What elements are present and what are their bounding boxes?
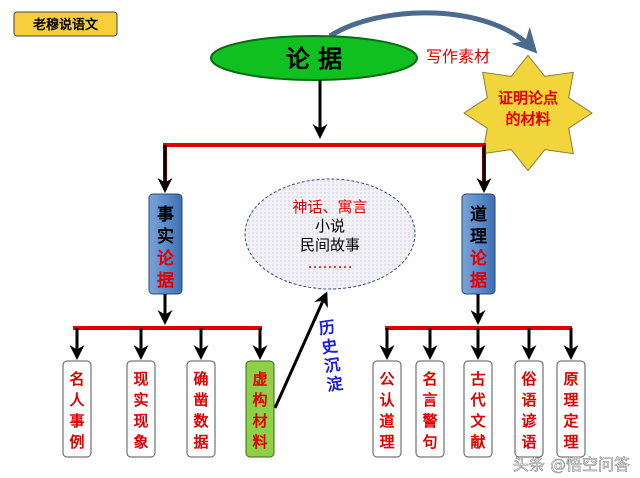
leaf-char: 构 <box>252 391 267 409</box>
branch-char: 据 <box>470 270 487 291</box>
side-label: 写作素材 <box>426 47 490 66</box>
leaf-box <box>463 360 493 458</box>
star-text-line1: 证明论点 <box>498 89 558 107</box>
branch-char: 据 <box>157 270 174 291</box>
leaf-char: 现 <box>133 412 148 430</box>
leaf-char: 现 <box>133 370 148 388</box>
leaf-char: 实 <box>133 391 148 409</box>
ellipse-line: 小说 <box>315 217 345 235</box>
history-char: 史 <box>320 336 339 357</box>
leaf-char: 公 <box>379 370 394 388</box>
leaf-char: 事 <box>69 412 84 430</box>
leaf-char: 谚 <box>521 412 536 430</box>
leaf-box <box>126 360 156 458</box>
root-node-text: 论 据 <box>286 44 342 73</box>
fiction-ellipse: 神话、寓言小说民间故事……… <box>244 178 416 290</box>
leaf-char: 人 <box>69 391 85 409</box>
ellipse-line: 神话、寓言 <box>292 198 367 216</box>
leaf-char: 认 <box>379 391 395 409</box>
leaf-char: 定 <box>563 412 578 430</box>
leaf-char: 确 <box>193 370 208 388</box>
leaf-char: 古 <box>470 370 485 388</box>
branch-char: 论 <box>157 248 175 269</box>
leaf-char: 文 <box>470 412 486 430</box>
author-badge: 老穆说语文 <box>13 11 118 37</box>
leaf-char: 料 <box>252 433 267 451</box>
leaf-box <box>62 360 92 458</box>
branch-char: 道 <box>470 204 487 225</box>
leaf-char: 代 <box>469 391 485 409</box>
leaf-char: 俗 <box>520 370 537 388</box>
leaf-char: 名 <box>422 370 437 388</box>
leaf-char: 象 <box>133 433 148 451</box>
root-node: 论 据 <box>210 35 418 81</box>
leaf-box <box>245 360 275 458</box>
ellipse-line: ……… <box>308 254 353 272</box>
ellipse-line: 民间故事 <box>300 236 360 254</box>
leaf-char: 例 <box>69 433 84 451</box>
branch-char: 实 <box>157 226 174 247</box>
leaf-char: 理 <box>379 433 394 451</box>
leaf-char: 语 <box>521 391 536 409</box>
leaf-char: 理 <box>563 391 578 409</box>
leaf-char: 言 <box>422 391 437 409</box>
branch-char: 事 <box>157 205 174 225</box>
leaf-char: 名 <box>69 370 84 388</box>
leaf-char: 虚 <box>252 370 267 388</box>
leaf-char: 理 <box>563 433 578 451</box>
leaf-char: 凿 <box>193 391 208 409</box>
leaf-char: 语 <box>521 433 536 451</box>
history-char: 沉 <box>323 355 342 376</box>
leaf-char: 道 <box>379 412 394 430</box>
branch-char: 理 <box>470 227 487 247</box>
leaf-char: 句 <box>422 433 437 451</box>
leaf-char: 据 <box>193 433 208 451</box>
history-char: 历 <box>318 317 337 338</box>
watermark: 头条 @悟空问答 <box>513 455 630 474</box>
leaf-char: 原 <box>563 370 578 388</box>
author-badge-text: 老穆说语文 <box>32 17 99 33</box>
leaf-box <box>186 360 216 458</box>
leaf-char: 材 <box>252 412 267 430</box>
leaf-char: 警 <box>421 412 437 430</box>
star-text-line2: 的材料 <box>505 110 550 128</box>
branch-char: 论 <box>470 248 488 269</box>
history-char: 淀 <box>326 374 345 395</box>
leaf-char: 数 <box>193 412 209 430</box>
leaf-box <box>372 360 402 458</box>
leaf-char: 献 <box>470 433 485 451</box>
history-arrow <box>273 291 328 409</box>
star-node: 证明论点 的材料 <box>463 54 593 172</box>
leaf-box <box>514 360 544 458</box>
leaf-box <box>415 360 445 458</box>
curved-arrow <box>328 10 538 54</box>
leaf-box <box>556 360 586 458</box>
